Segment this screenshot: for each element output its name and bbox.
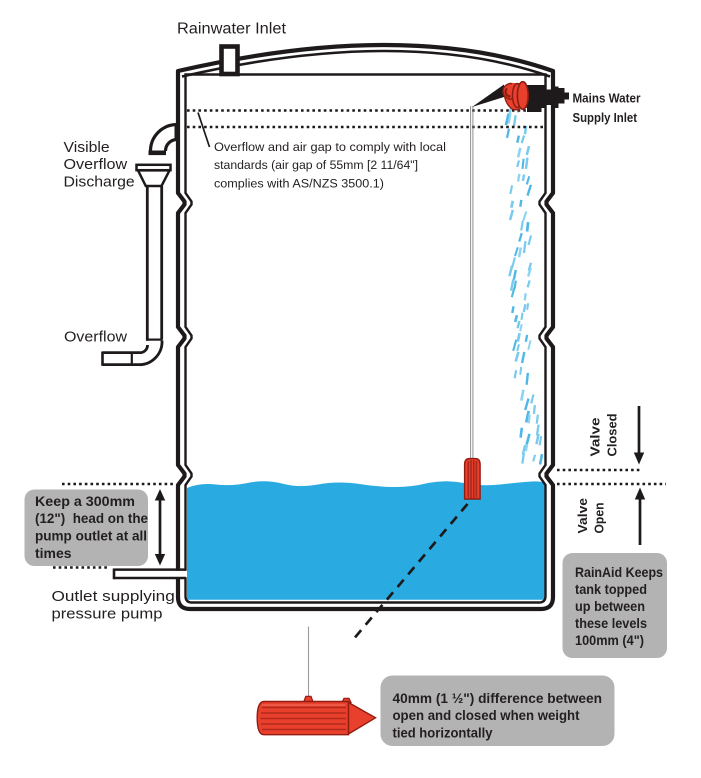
- svg-text:40mm (1 ½") difference between: 40mm (1 ½") difference between: [393, 691, 603, 707]
- svg-text:100mm (4"): 100mm (4"): [575, 632, 644, 648]
- svg-text:Mains Water: Mains Water: [573, 92, 641, 106]
- svg-text:Discharge: Discharge: [64, 175, 135, 191]
- svg-text:Closed: Closed: [605, 414, 620, 457]
- svg-text:Rainwater Inlet: Rainwater Inlet: [177, 20, 287, 37]
- svg-text:Open: Open: [592, 503, 607, 534]
- svg-text:open and closed when weight: open and closed when weight: [393, 708, 580, 724]
- svg-text:times: times: [35, 545, 72, 561]
- svg-text:complies with AS/NZS 3500.1): complies with AS/NZS 3500.1): [214, 177, 384, 191]
- svg-text:tied horizontally: tied horizontally: [393, 725, 493, 741]
- svg-text:Overflow: Overflow: [64, 329, 127, 345]
- svg-text:pressure pump: pressure pump: [52, 607, 163, 623]
- svg-text:Outlet supplying: Outlet supplying: [52, 589, 175, 605]
- svg-text:Valve: Valve: [575, 498, 590, 534]
- svg-text:pump outlet at all: pump outlet at all: [35, 528, 147, 544]
- svg-text:Keep a 300mm: Keep a 300mm: [35, 493, 135, 509]
- svg-text:Supply Inlet: Supply Inlet: [573, 111, 638, 125]
- svg-text:tank topped: tank topped: [575, 581, 647, 597]
- svg-text:Overflow: Overflow: [64, 157, 128, 173]
- svg-text:(12") head on the: (12") head on the: [35, 510, 148, 526]
- svg-text:Valve: Valve: [588, 418, 603, 457]
- svg-text:RainAid Keeps: RainAid Keeps: [575, 564, 663, 580]
- svg-text:standards (air gap of 55mm [2: standards (air gap of 55mm [2 11/64"]: [214, 158, 418, 172]
- svg-text:these levels: these levels: [575, 615, 647, 631]
- svg-text:Overflow and air gap to comply: Overflow and air gap to comply with loca…: [214, 140, 446, 154]
- svg-text:up between: up between: [575, 598, 645, 614]
- svg-text:Visible: Visible: [64, 140, 110, 156]
